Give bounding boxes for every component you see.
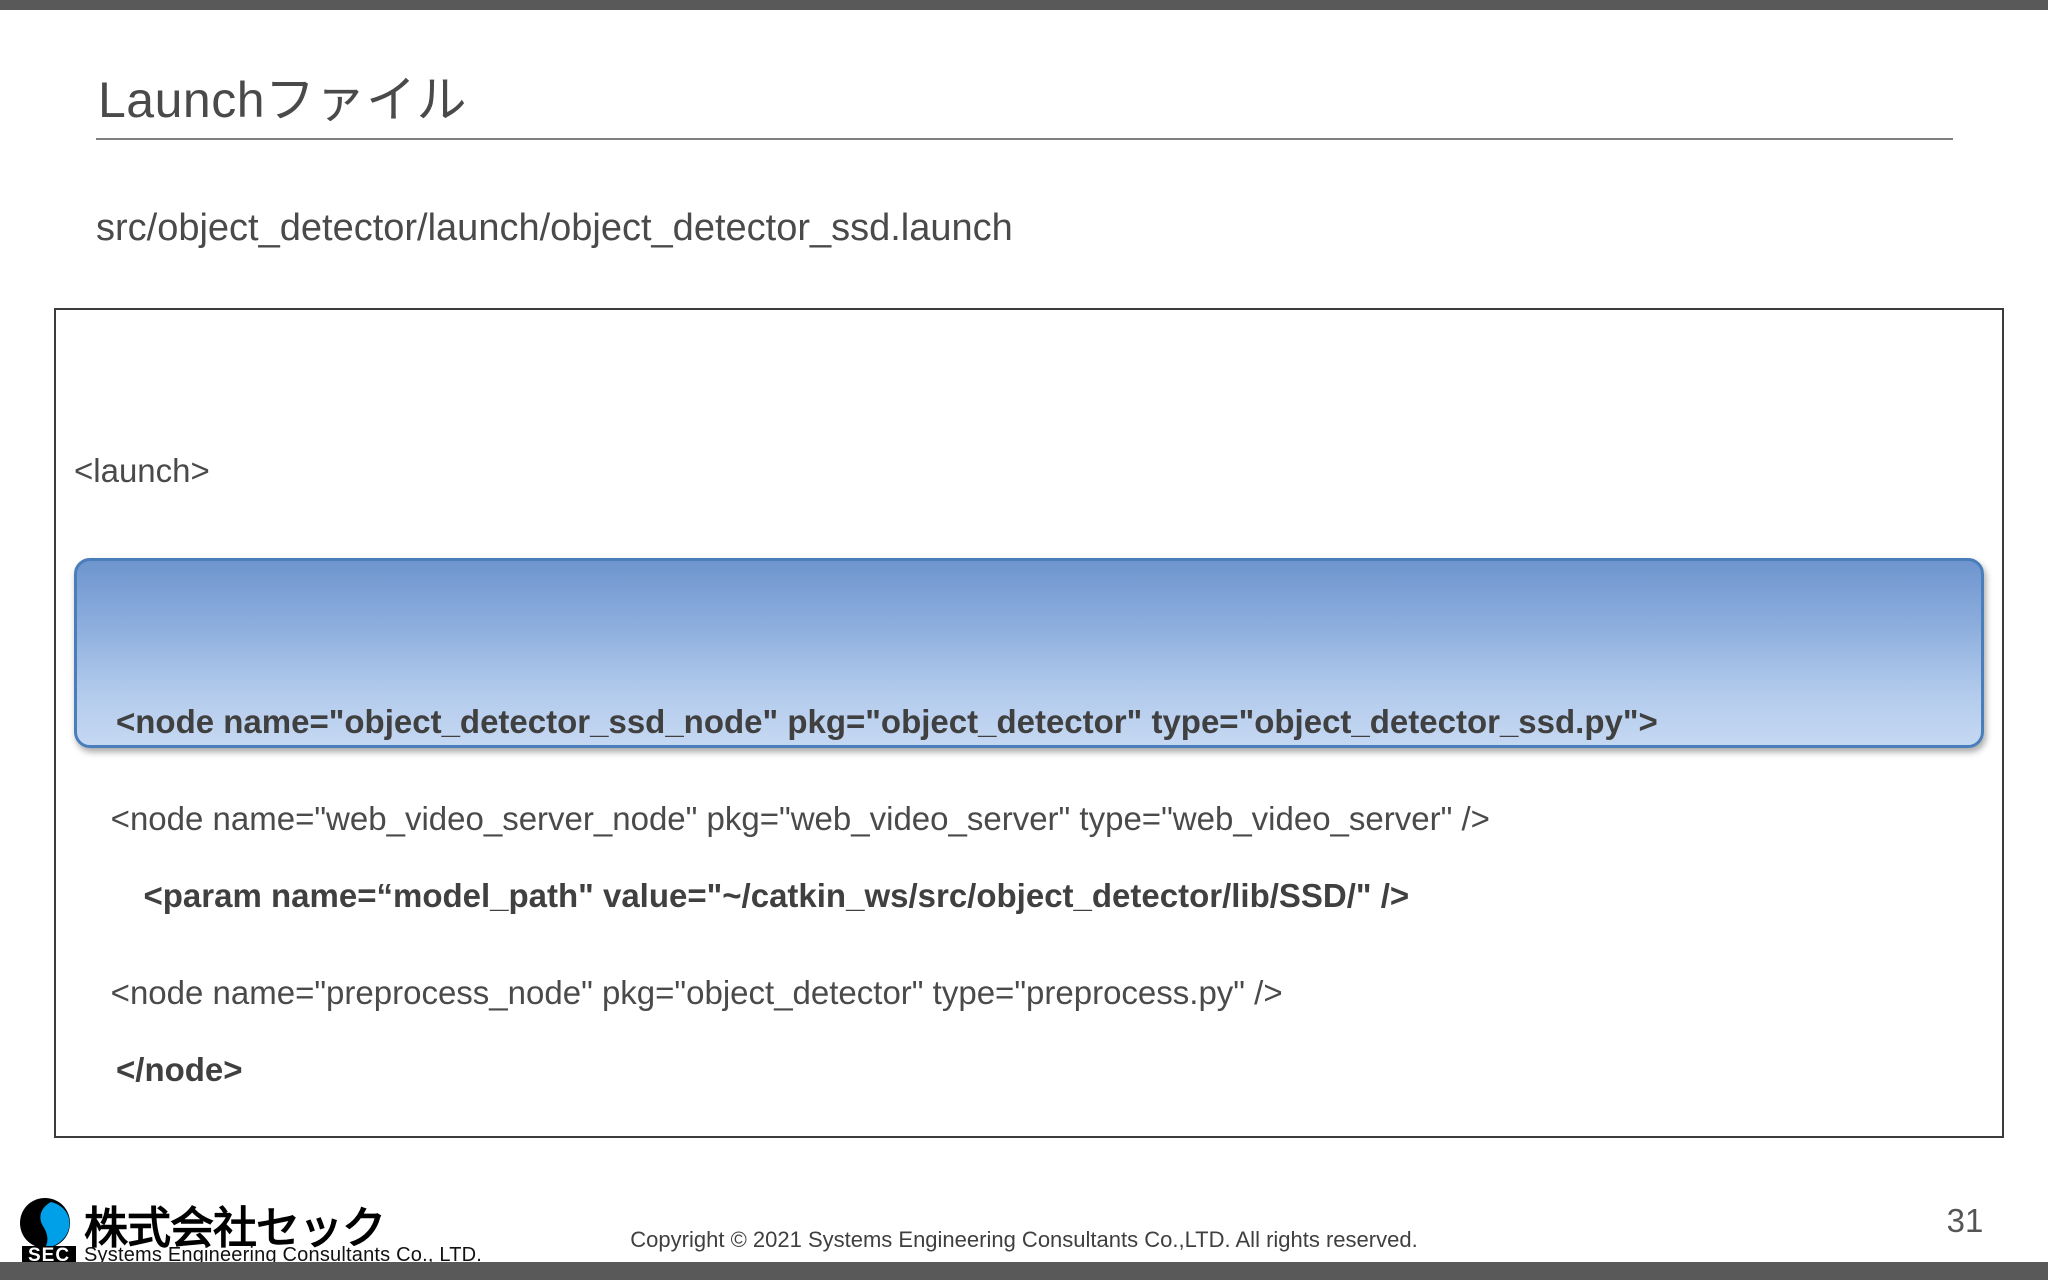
- sec-wordmark: SEC: [22, 1246, 77, 1267]
- company-name-jp: 株式会社セック: [84, 1203, 386, 1254]
- highlighted-code-line: </node>: [116, 1051, 243, 1088]
- copyright-text: Copyright © 2021 Systems Engineering Con…: [630, 1227, 1418, 1252]
- page-title: Launchファイル: [98, 72, 468, 128]
- file-path-subtitle: src/object_detector/launch/object_detect…: [96, 207, 1013, 249]
- code-line: <launch>: [74, 452, 210, 489]
- company-name-en: Systems Engineering Consultants Co., LTD…: [84, 1244, 483, 1266]
- sec-droplet-logo-icon: [20, 1198, 70, 1248]
- company-logo: SEC 株式会社セック Systems Engineering Consulta…: [18, 1196, 482, 1267]
- highlighted-code-line: <node name="object_detector_ssd_node" pk…: [116, 703, 1658, 740]
- highlight-callout-text: <node name="object_detector_ssd_node" pk…: [116, 577, 2016, 1215]
- bottom-accent-bar: [0, 1262, 2048, 1280]
- code-line: <node name="web_video_server_node" pkg="…: [74, 800, 1490, 837]
- top-accent-bar: [0, 0, 2048, 10]
- highlight-callout-box: [74, 558, 1984, 748]
- code-line: <node name="preprocess_node" pkg="object…: [74, 974, 1283, 1011]
- highlighted-code-line: <param name=“model_path" value="~/catkin…: [116, 877, 1410, 914]
- title-underline-rule: [96, 138, 1953, 140]
- page-number: 31: [1946, 1202, 1984, 1239]
